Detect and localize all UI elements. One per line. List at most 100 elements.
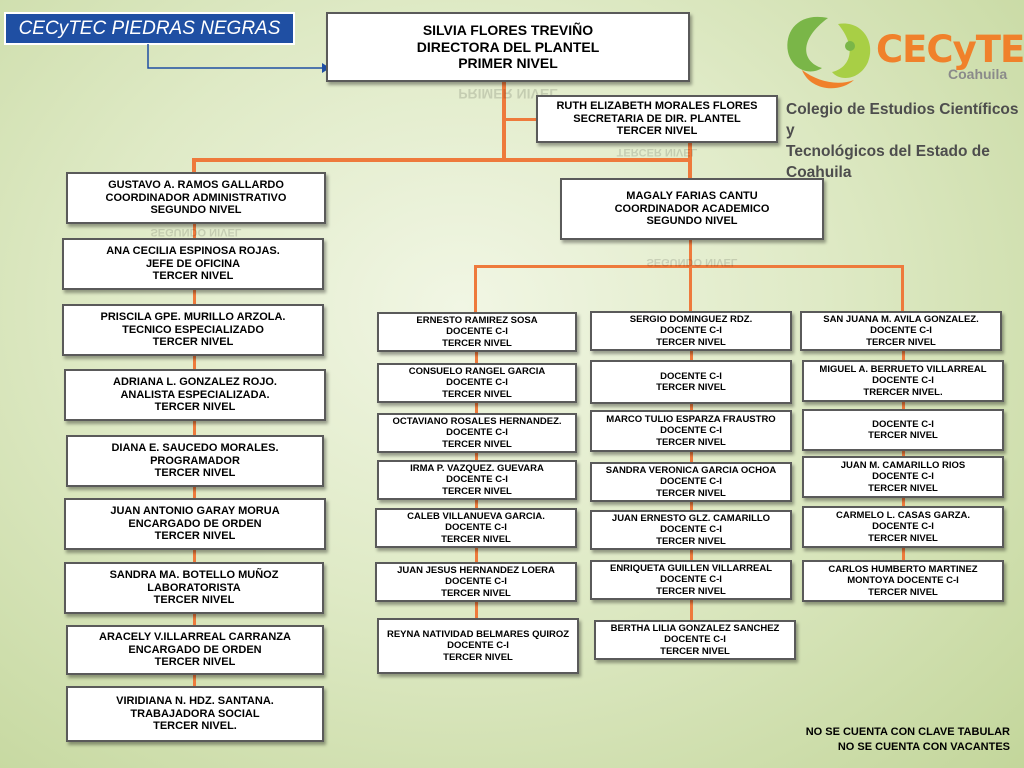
person-role: ANALISTA ESPECIALIZADA. <box>120 388 270 401</box>
admin-coordinator-box: GUSTAVO A. RAMOS GALLARDO COORDINADOR AD… <box>66 172 326 224</box>
teacher-box: CALEB VILLANUEVA GARCIA. DOCENTE C-I TER… <box>375 508 577 548</box>
person-name: JUAN JESUS HERNANDEZ LOERA <box>397 565 555 577</box>
teacher-box: JUAN ERNESTO GLZ. CAMARILLO DOCENTE C-I … <box>590 510 792 550</box>
person-role: TRABAJADORA SOCIAL <box>130 707 260 720</box>
cecyte-logo: CECyTE Coahuila Colegio de Estudios Cien… <box>780 10 1024 181</box>
person-role: DOCENTE C-I <box>445 576 507 588</box>
person-role: DOCENTE C-I <box>660 370 722 382</box>
person-level: PRIMER NIVEL <box>458 55 558 72</box>
person-role: DIRECTORA DEL PLANTEL <box>416 38 600 55</box>
person-role: DOCENTE C-I <box>664 634 726 646</box>
person-name: ADRIANA L. GONZALEZ ROJO. <box>113 375 277 388</box>
person-level: TERCER NIVEL <box>152 270 234 283</box>
person-role: DOCENTE C-I <box>872 471 934 483</box>
person-role: DOCENTE C-I <box>872 375 934 387</box>
reflection: SEGUNDO NIVEL <box>150 226 242 238</box>
person-level: TERCER NIVEL <box>656 382 726 393</box>
teacher-box: CARLOS HUMBERTO MARTINEZ MONTOYA DOCENTE… <box>802 560 1004 602</box>
person-role: MONTOYA DOCENTE C-I <box>847 575 959 587</box>
person-name: JUAN M. CAMARILLO RIOS <box>840 460 966 472</box>
person-level: TERCER NIVEL <box>656 487 726 499</box>
admin-staff-box: ADRIANA L. GONZALEZ ROJO. ANALISTA ESPEC… <box>64 369 326 421</box>
teacher-box: MARCO TULIO ESPARZA FRAUSTRO DOCENTE C-I… <box>590 410 792 452</box>
person-name: MARCO TULIO ESPARZA FRAUSTRO <box>606 414 776 426</box>
person-role: COORDINADOR ADMINISTRATIVO <box>105 191 287 204</box>
person-role: DOCENTE C-I <box>660 574 722 586</box>
person-name: MAGALY FARIAS CANTU <box>626 189 758 202</box>
person-level: TERCER NIVEL <box>656 535 726 547</box>
footnote-line-2: NO SE CUENTA CON VACANTES <box>837 740 1010 753</box>
person-level: TERCER NIVEL <box>442 438 512 450</box>
college-line-2: Tecnológicos del Estado de Coahuila <box>786 142 990 181</box>
person-level: TERCER NIVEL <box>660 645 730 657</box>
admin-staff-box: JUAN ANTONIO GARAY MORUA ENCARGADO DE OR… <box>64 498 326 550</box>
person-role: TECNICO ESPECIALIZADO <box>122 323 264 336</box>
person-level: TRERCER NIVEL. <box>863 386 943 398</box>
director-box: SILVIA FLORES TREVIÑO DIRECTORA DEL PLAN… <box>326 12 690 82</box>
academic-coordinator-box: MAGALY FARIAS CANTU COORDINADOR ACADEMIC… <box>560 178 824 240</box>
person-level: TERCER NIVEL. <box>153 720 237 733</box>
teacher-box: IRMA P. VAZQUEZ. GUEVARA DOCENTE C-I TER… <box>377 460 577 500</box>
connector-line <box>689 265 692 313</box>
person-name: JUAN ERNESTO GLZ. CAMARILLO <box>611 513 771 525</box>
teacher-box: REYNA NATIVIDAD BELMARES QUIROZ DOCENTE … <box>377 618 579 674</box>
connector-line <box>474 265 477 313</box>
connector-line <box>504 118 538 121</box>
person-name: CARLOS HUMBERTO MARTINEZ <box>828 564 978 576</box>
logo-brand: CECyTE <box>876 28 1024 71</box>
page-title: CECyTEC PIEDRAS NEGRAS <box>4 12 295 45</box>
person-role: ENCARGADO DE ORDEN <box>128 517 262 530</box>
person-level: TERCER NIVEL <box>154 401 236 414</box>
person-level: TERCER NIVEL <box>442 337 512 349</box>
person-level: TERCER NIVEL <box>868 532 938 544</box>
person-level: TERCER NIVEL <box>441 587 511 599</box>
person-name: SERGIO DOMINGUEZ RDZ. <box>629 314 753 326</box>
person-role: PROGRAMADOR <box>150 454 240 467</box>
connector-line <box>502 80 506 162</box>
admin-staff-box: VIRIDIANA N. HDZ. SANTANA. TRABAJADORA S… <box>66 686 324 742</box>
person-level: TERCER NIVEL <box>154 530 236 543</box>
teacher-box: CONSUELO RANGEL GARCIA DOCENTE C-I TERCE… <box>377 363 577 403</box>
person-role: DOCENTE C-I <box>660 325 722 337</box>
person-role: SECRETARIA DE DIR. PLANTEL <box>573 112 741 125</box>
connector-line <box>902 350 905 560</box>
person-name: REYNA NATIVIDAD BELMARES QUIROZ <box>386 629 570 641</box>
person-name: DIANA E. SAUCEDO MORALES. <box>111 441 279 454</box>
teacher-box: SAN JUANA M. AVILA GONZALEZ. DOCENTE C-I… <box>800 311 1002 351</box>
person-name: OCTAVIANO ROSALES HERNANDEZ. <box>392 416 562 428</box>
person-name: SANDRA MA. BOTELLO MUÑOZ <box>109 568 279 581</box>
person-level: TERCER NIVEL <box>441 533 511 545</box>
person-role: COORDINADOR ACADEMICO <box>614 202 770 215</box>
teacher-box: DOCENTE C-I TERCER NIVEL <box>802 409 1004 451</box>
person-role: DOCENTE C-I <box>446 326 508 338</box>
person-role: DOCENTE C-I <box>446 427 508 439</box>
connector-line <box>689 238 692 268</box>
teacher-box: CARMELO L. CASAS GARZA. DOCENTE C-I TERC… <box>802 506 1004 548</box>
person-name: SILVIA FLORES TREVIÑO <box>422 22 594 39</box>
person-name: ARACELY V.ILLARREAL CARRANZA <box>99 630 291 643</box>
person-name: GUSTAVO A. RAMOS GALLARDO <box>108 178 284 191</box>
admin-staff-box: ANA CECILIA ESPINOSA ROJAS. JEFE DE OFIC… <box>62 238 324 290</box>
person-role: DOCENTE C-I <box>447 640 509 652</box>
connector-line <box>901 265 904 313</box>
person-role: DOCENTE C-I <box>872 521 934 533</box>
person-level: TERCER NIVEL <box>656 436 726 448</box>
person-level: TERCER NIVEL <box>868 430 938 441</box>
connector-line <box>192 158 691 162</box>
person-role: DOCENTE C-I <box>660 476 722 488</box>
connector-line <box>688 140 692 180</box>
reflection: TERCER NIVEL <box>616 146 698 158</box>
admin-staff-box: DIANA E. SAUCEDO MORALES. PROGRAMADOR TE… <box>66 435 324 487</box>
reflection: SEGUNDO NIVEL <box>646 256 738 268</box>
teacher-box: DOCENTE C-I TERCER NIVEL <box>590 360 792 404</box>
person-role: DOCENTE C-I <box>446 377 508 389</box>
person-level: TERCER NIVEL <box>443 651 513 663</box>
person-level: TERCER NIVEL <box>866 336 936 348</box>
person-role: DOCENTE C-I <box>872 418 934 430</box>
person-role: DOCENTE C-I <box>446 474 508 486</box>
person-role: DOCENTE C-I <box>445 522 507 534</box>
connector-line <box>192 158 196 174</box>
person-level: TERCER NIVEL <box>868 586 938 598</box>
person-role: DOCENTE C-I <box>870 325 932 337</box>
person-name: MIGUEL A. BERRUETO VILLARREAL <box>819 364 987 376</box>
